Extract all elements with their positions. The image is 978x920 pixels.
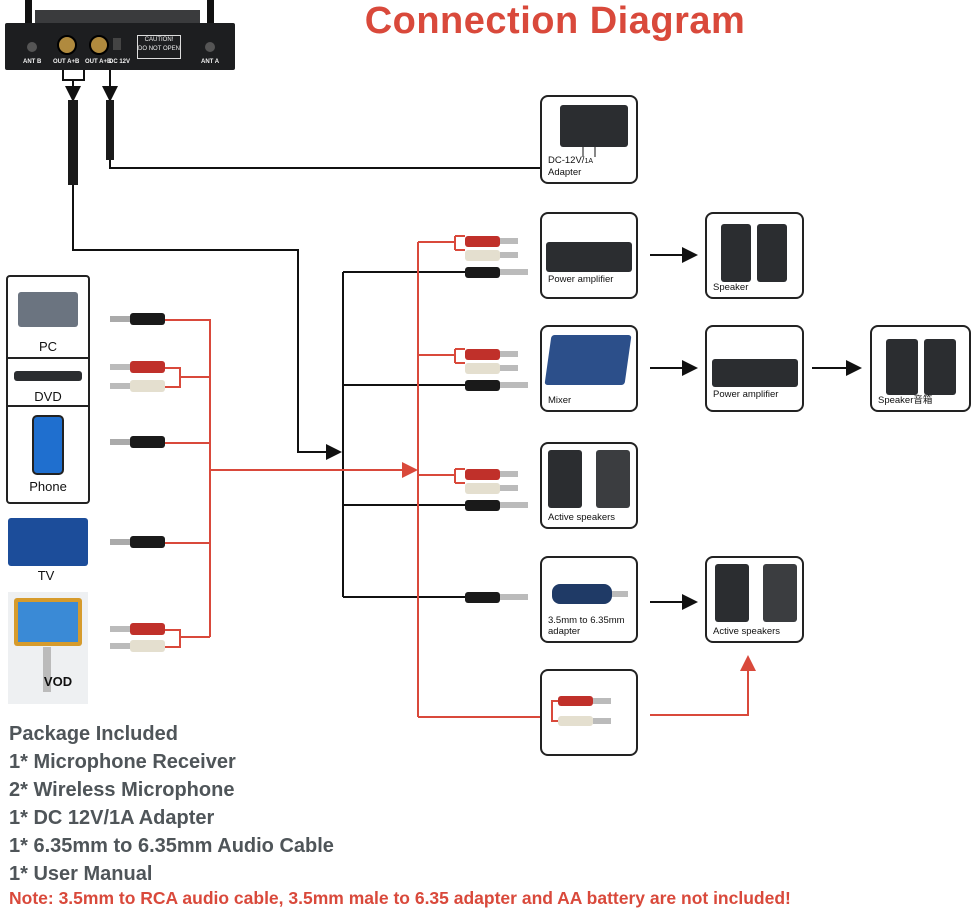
active-speaker-image (548, 450, 582, 508)
source-tv: TV (37, 568, 55, 583)
source-dvd: DVD (34, 389, 62, 404)
dvd-image (14, 371, 82, 381)
rca-cable-icon (551, 696, 611, 726)
package-item: 1* 6.35mm to 6.35mm Audio Cable (9, 835, 334, 857)
mixer-image (544, 335, 632, 385)
adapter-635-box: 3.5mm to 6.35mm adapter (540, 556, 638, 643)
source-group-box: PC DVD Phone (6, 275, 90, 504)
source-vod: VOD (43, 674, 73, 689)
diagram-title: Connection Diagram (364, 0, 746, 42)
phone-image (32, 415, 64, 475)
port-label-dc: DC 12V (109, 59, 131, 65)
speaker-box-1: Speaker (705, 212, 804, 299)
microphone-receiver-image: CAUTION! DO NOT OPEN ANT B OUT A+B OUT A… (5, 0, 235, 70)
package-heading: Package Included (9, 723, 178, 745)
power-amplifier-image (712, 359, 798, 387)
mixer-box: Mixer (540, 325, 638, 412)
package-item: 1* DC 12V/1A Adapter (9, 807, 215, 829)
right-plugs (465, 236, 528, 603)
caution-label: CAUTION! (144, 37, 174, 43)
red-lines (165, 235, 756, 718)
laptop-image (18, 292, 78, 327)
speaker-image (886, 339, 918, 395)
port-label-ant-a: ANT A (201, 59, 220, 65)
package-item: 2* Wireless Microphone (9, 779, 235, 801)
active-speaker-image (596, 450, 630, 508)
vod-image: VOD (8, 592, 88, 704)
active-speaker-image (763, 564, 797, 622)
active-speakers-box-1: Active speakers (540, 442, 638, 529)
port-label-ant-b: ANT B (23, 59, 42, 65)
package-item: 1* User Manual (9, 863, 153, 885)
adapter-635-image (552, 584, 612, 604)
tv-image (8, 518, 88, 566)
power-amplifier-image (546, 242, 632, 272)
cable-plugs (68, 100, 528, 652)
power-amplifier-box-2: Power amplifier (705, 325, 804, 412)
source-phone: Phone (29, 479, 67, 494)
speaker-image (924, 339, 956, 395)
speaker-box-2: Speaker音箱 (870, 325, 971, 412)
speaker-image (757, 224, 787, 282)
black-lines (62, 70, 862, 610)
speaker-image (721, 224, 751, 282)
active-speakers-box-2: Active speakers (705, 556, 804, 643)
port-label-out-ab-1: OUT A+B (53, 59, 80, 65)
package-note: Note: 3.5mm to RCA audio cable, 3.5mm ma… (9, 888, 791, 908)
port-label-out-ab-2: OUT A+B (85, 59, 112, 65)
package-item: 1* Microphone Receiver (9, 751, 236, 773)
left-plugs (110, 313, 165, 652)
active-speaker-image (715, 564, 749, 622)
power-amplifier-box-1: Power amplifier (540, 212, 638, 299)
rca-cable-box (540, 669, 638, 756)
source-pc: PC (38, 339, 58, 354)
adapter-image (560, 105, 628, 147)
